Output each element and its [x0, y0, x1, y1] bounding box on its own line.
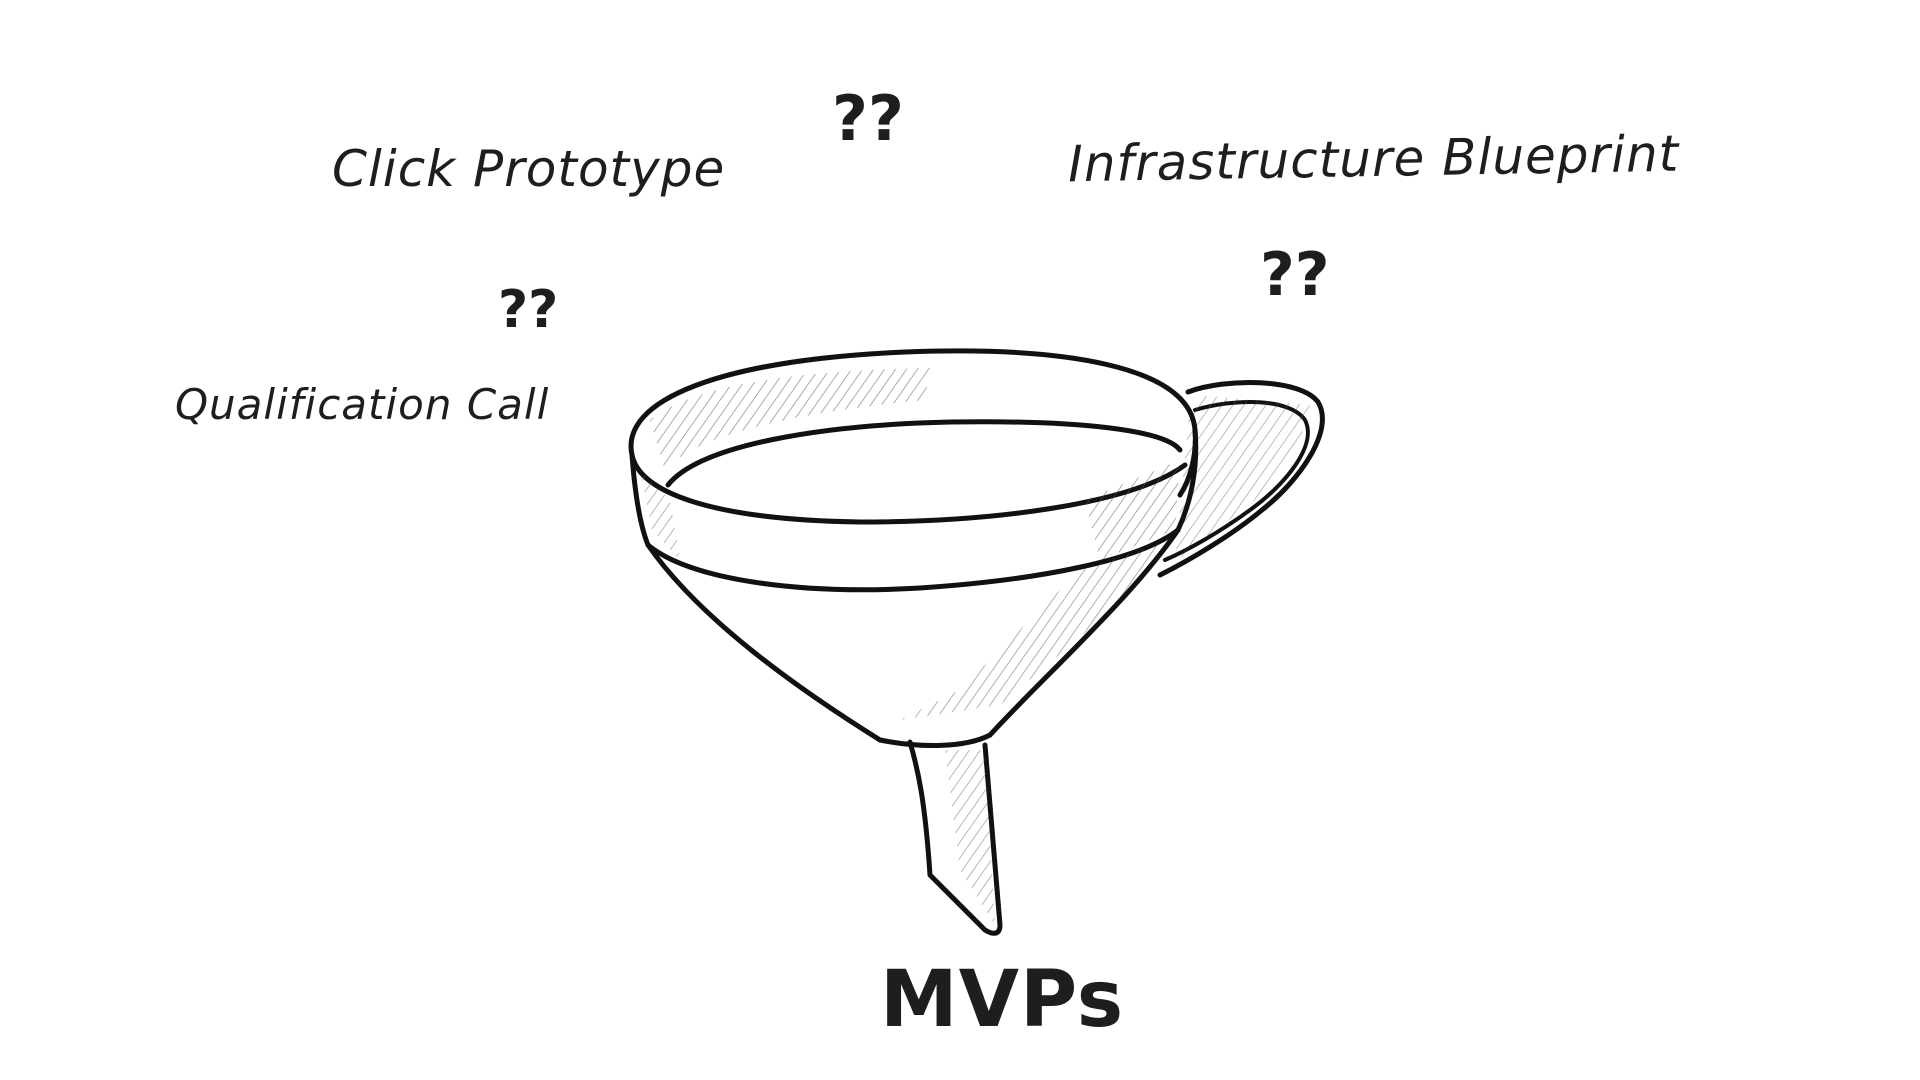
label-click-prototype: Click Prototype	[332, 140, 726, 198]
unknown-marker-right: ??	[1260, 240, 1330, 310]
unknown-marker-left: ??	[498, 280, 559, 340]
unknown-marker-top: ??	[832, 82, 904, 155]
label-qualification-call: Qualification Call	[175, 380, 550, 429]
label-mvps: MVPs	[880, 955, 1125, 1045]
